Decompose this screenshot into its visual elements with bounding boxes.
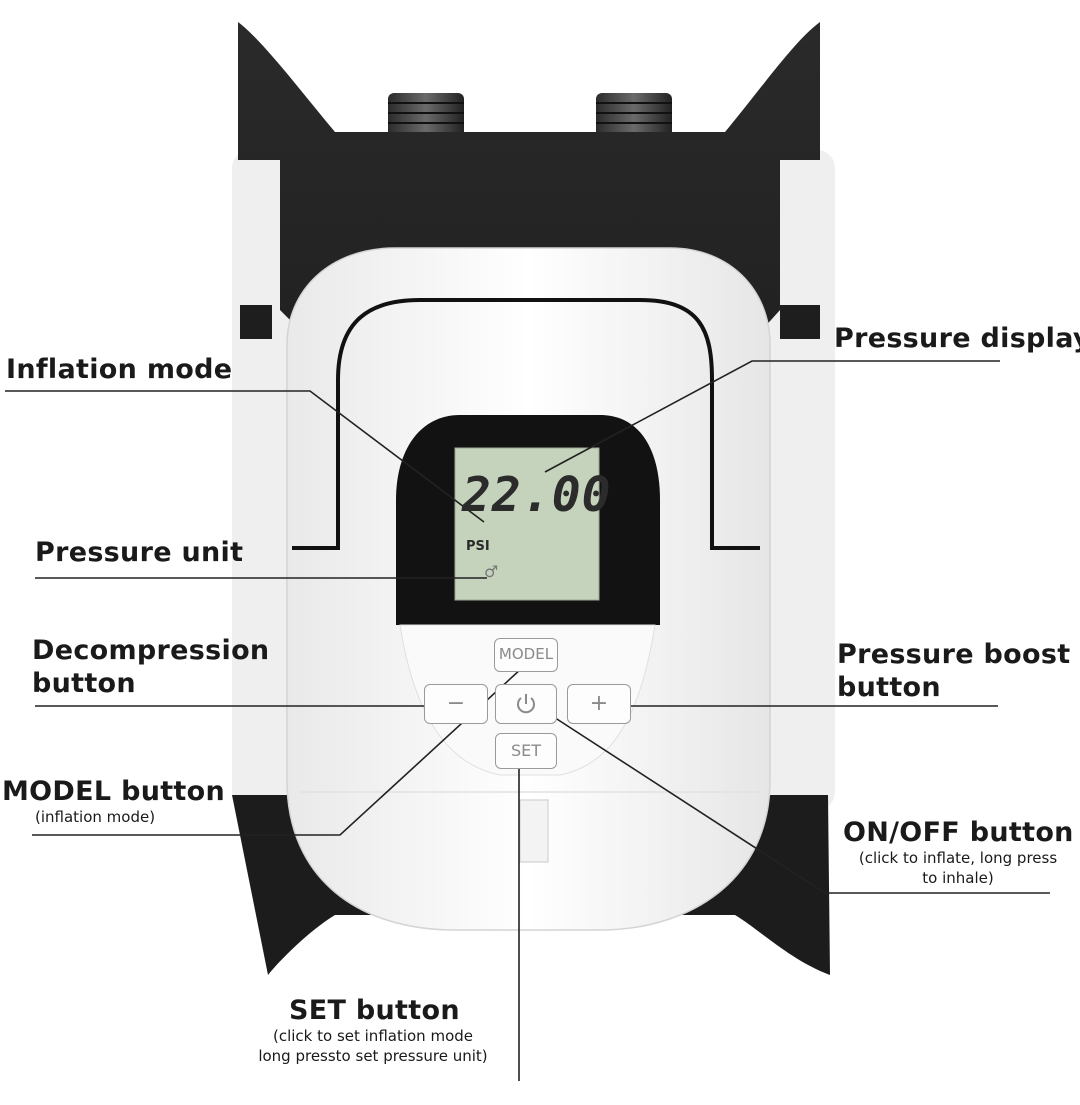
- callout-onoff-sub-line2: to inhale): [922, 869, 994, 887]
- lcd-inflation-mode-icon: ♂: [484, 562, 499, 581]
- callout-onoff-sub-line1: (click to inflate, long press: [858, 849, 1058, 867]
- callout-set-sub-line2: long pressto set pressure unit): [258, 1047, 488, 1065]
- set-button-label: SET: [510, 741, 542, 760]
- callout-inflation-mode: Inflation mode: [6, 354, 233, 385]
- callout-decompression-line1: Decompression: [32, 635, 270, 666]
- lcd-pressure-reading: 22.00: [462, 467, 612, 523]
- model-button[interactable]: MODEL: [494, 638, 558, 672]
- power-icon: [517, 694, 535, 714]
- callout-pressure-unit: Pressure unit: [35, 537, 244, 568]
- lcd-pressure-unit: PSI: [466, 539, 490, 554]
- model-button-label: MODEL: [498, 645, 554, 663]
- minus-icon: −: [446, 691, 466, 716]
- plus-icon: +: [589, 691, 609, 716]
- callout-model-button: MODEL button: [2, 776, 226, 807]
- callout-onoff-button: ON/OFF button: [843, 817, 1074, 848]
- pressure-boost-button[interactable]: +: [567, 684, 631, 724]
- set-button[interactable]: SET: [495, 733, 557, 769]
- leader-pressure-display: [544, 360, 1000, 473]
- decompression-button[interactable]: −: [424, 684, 488, 724]
- callout-model-button-sub: (inflation mode): [35, 808, 156, 826]
- power-button[interactable]: [495, 684, 557, 724]
- callout-pressure-display: Pressure display: [834, 323, 1080, 354]
- air-valve-right: [596, 93, 672, 141]
- callout-set-sub-line1: (click to set inflation mode: [272, 1027, 473, 1045]
- callout-decompression-line2: button: [32, 668, 136, 699]
- callout-pressure-boost-line1: Pressure boost: [837, 639, 1071, 670]
- air-valve-left: [388, 93, 464, 141]
- callout-set-button: SET button: [289, 995, 460, 1026]
- leader-onoff-button: [542, 709, 1050, 894]
- leader-inflation-mode: [5, 390, 485, 523]
- lcd-screen: [454, 447, 600, 601]
- callout-pressure-boost-line2: button: [837, 672, 941, 703]
